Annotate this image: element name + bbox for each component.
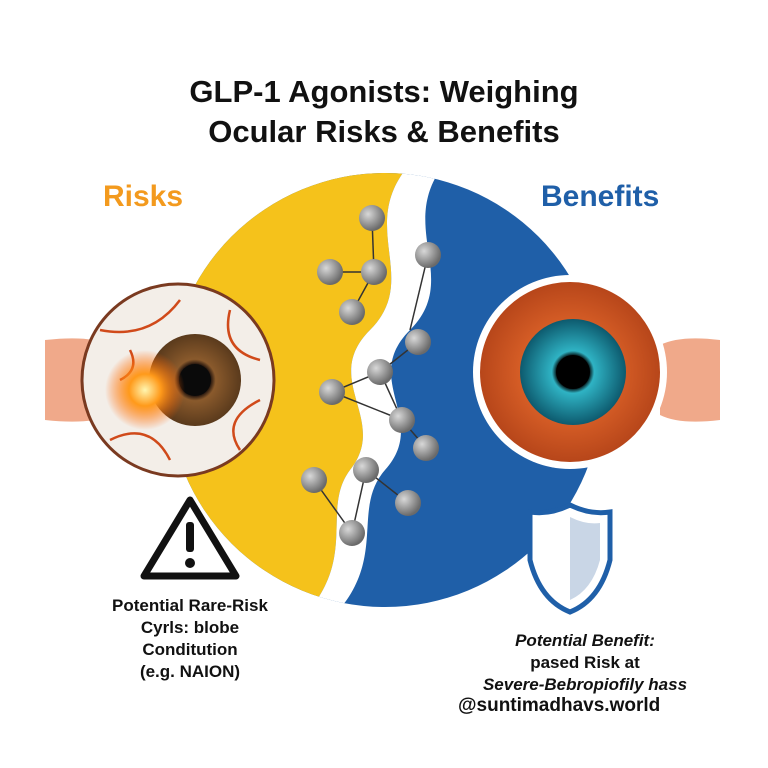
dividing-curve [300,173,440,607]
benefit-caption-line: Severe-Bebropiofily hass [482,675,688,694]
risk-caption-line: Conditution [142,640,238,659]
benefit-caption-line: Potential Benefit: [515,631,655,650]
benefits-heading: Benefits [541,180,660,213]
risk-caption-line: Cyrls: blobe [140,618,240,637]
risk-half [168,173,405,607]
healthy-eye-icon [473,275,720,469]
risk-caption-line: Potential Rare-Risk [112,596,268,615]
title-line-2: Ocular Risks & Benefits [208,114,560,149]
risks-heading: Risks [103,180,184,213]
benefit-caption: Potential Benefit: pased Risk at Severe-… [440,630,730,696]
risk-caption-line: (e.g. NAION) [139,662,241,681]
benefit-caption-line: pased Risk at [530,653,640,672]
social-handle: @suntimadhavs.world [458,695,661,716]
damaged-eye-icon [45,282,276,478]
title-line-1: GLP-1 Agonists: Weighing [189,74,579,109]
shield-icon [527,502,613,615]
page-title: GLP-1 Agonists: Weighing Ocular Risks & … [0,72,768,152]
molecule-chain-icon [301,205,441,546]
warning-triangle-icon [140,496,240,580]
risk-caption: Potential Rare-Risk Cyrls: blobe Conditu… [85,595,295,683]
